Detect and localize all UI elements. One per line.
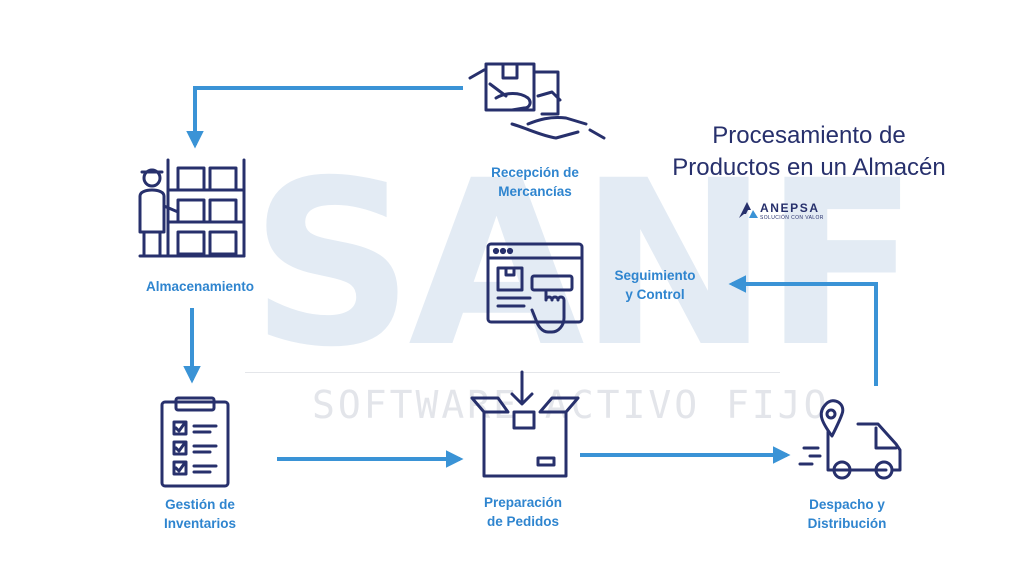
step-label-despacho: Despacho y Distribución [807,497,887,531]
clipboard-checklist-icon [160,396,230,488]
watermark-logo-text: SANF [250,131,919,397]
step-label-almacenamiento: Almacenamiento [145,279,255,294]
diagram-title: Procesamiento de Productos en un Almacén [672,122,946,181]
anepsa-logo: ANEPSA SOLUCIÓN CON VALOR [738,198,858,228]
arrow-despacho-to-seguimiento [728,275,878,386]
step-label-recepcion: Recepción de Mercancías [491,165,579,199]
step-label-gestion: Gestión de Inventarios [163,497,237,531]
delivery-truck-location-icon [798,399,902,480]
watermark-divider [245,372,780,373]
browser-tracking-click-icon [486,242,584,334]
step-label-preparacion: Preparación de Pedidos [483,495,563,529]
warehouse-shelves-worker-icon [138,158,246,258]
arrow-recepcion-to-almacenamiento [186,86,463,149]
watermark-subtext: SOFTWARE ACTIVO FIJO [312,383,830,427]
anepsa-mountain-icon [739,202,758,218]
brand-tagline: SOLUCIÓN CON VALOR [760,215,824,221]
hand-receiving-box-icon [468,62,606,140]
open-box-arrow-icon [470,370,580,478]
brand-name: ANEPSA [760,201,820,215]
step-label-seguimiento: Seguimiento y Control [614,268,696,302]
